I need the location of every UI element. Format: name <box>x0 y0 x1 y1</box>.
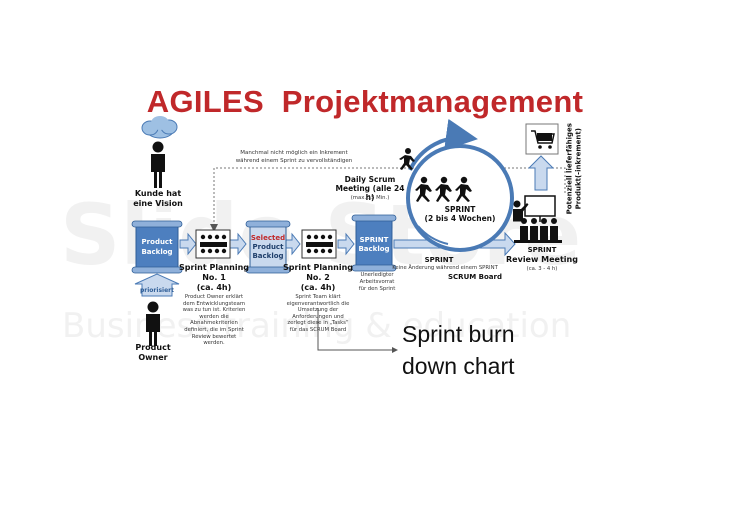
sprint-backlog-line2: Backlog <box>358 245 390 253</box>
product-backlog-scroll <box>131 220 183 274</box>
planning2-title-3: (ca. 4h) <box>300 283 336 292</box>
flow-arrows <box>179 232 355 256</box>
daily-scrum-runner-icon <box>399 148 415 170</box>
customer-label-1: Kunde hat <box>134 189 182 198</box>
burn-down-chart-label: Sprint burn down chart <box>402 321 515 380</box>
meeting-table-icon-1 <box>195 229 231 259</box>
feedback-dotted-line <box>210 167 566 232</box>
team-runners-icon <box>415 176 472 202</box>
planning2-title-2: No. 2 <box>306 273 330 282</box>
product-backlog-line1: Product <box>141 238 173 246</box>
priorisiert-label: priorisiert <box>140 287 174 294</box>
shopping-cart-icon <box>525 123 559 155</box>
note-top-line1: Manchmal nicht möglich ein Inkrement <box>240 150 348 156</box>
page-title: AGILES Projektmanagement <box>146 84 584 119</box>
meeting-table-icon-2 <box>301 229 337 259</box>
selected-backlog-line1: Selected <box>250 234 286 242</box>
selected-backlog-line3: Backlog <box>252 252 284 260</box>
sprint-bottom-title: SPRINT <box>424 256 454 264</box>
selected-backlog-line2: Product <box>252 243 284 251</box>
review-sub: (ca. 3 - 4 h) <box>526 266 558 272</box>
burn-down-connector <box>317 308 398 353</box>
daily-scrum-line1: Daily Scrum <box>344 175 396 184</box>
review-line2: Review Meeting <box>506 255 578 264</box>
planning2-title-1: Sprint Planning <box>282 263 354 272</box>
product-owner-person-icon <box>146 301 160 346</box>
planning1-title-2: No. 1 <box>202 273 226 282</box>
sprint-backlog-line1: SPRINT <box>359 236 389 244</box>
cloud-icon <box>141 116 178 139</box>
increment-up-arrow <box>527 155 555 191</box>
review-line1: SPRINT <box>527 246 557 254</box>
product-owner-label-2: Owner <box>138 353 168 362</box>
note-top-line2: während einem Sprint zu vervollständigen <box>235 158 353 164</box>
daily-scrum-sub: (max. 15 Min.) <box>350 195 390 201</box>
planning1-title-3: (ca. 4h) <box>196 283 232 292</box>
planning1-title-1: Sprint Planning <box>178 263 250 272</box>
sprint-circle-line2: (2 bis 4 Wochen) <box>424 214 496 223</box>
selected-backlog-scroll <box>245 220 291 274</box>
sprint-bottom-sub: Keine Änderung während einem SPRINT <box>392 265 498 271</box>
sprint-circle-line1: SPRINT <box>444 205 476 214</box>
scrum-board-label: SCRUM Board <box>448 273 502 281</box>
product-owner-label-1: Product <box>135 343 171 352</box>
customer-person-icon <box>151 141 165 188</box>
sprint-backlog-scroll <box>351 214 397 272</box>
priorisiert-arrow <box>134 273 180 297</box>
daily-scrum-line2: Meeting (alle 24 h) <box>335 184 405 202</box>
review-presentation-icon <box>513 195 562 243</box>
product-backlog-line2: Backlog <box>141 248 173 256</box>
vertical-label: Potenziell lieferfähiges Produkt(-inkrem… <box>565 123 582 215</box>
customer-label-2: eine Vision <box>133 199 183 208</box>
